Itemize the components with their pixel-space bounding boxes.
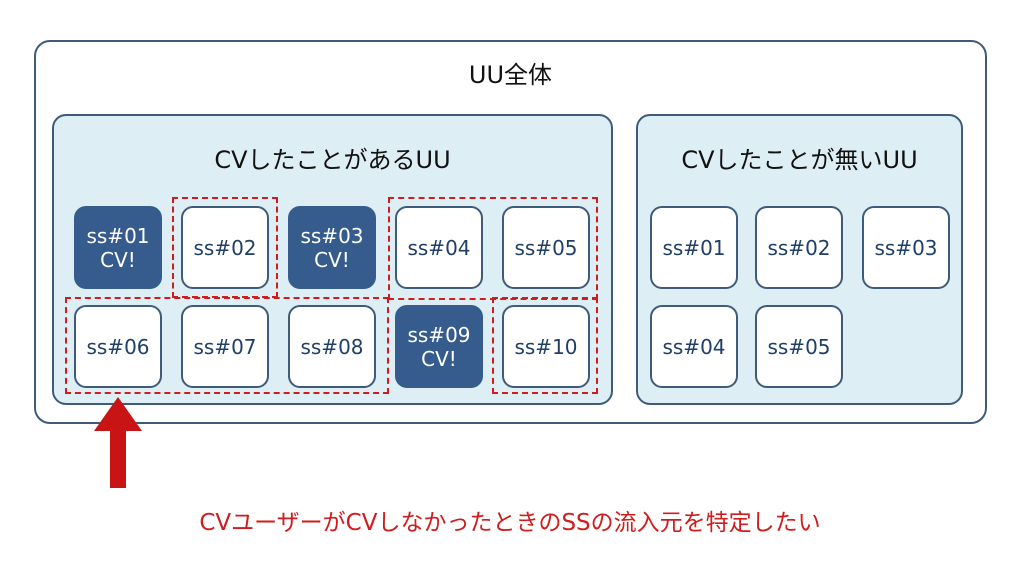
cv-session-09: ss#09 CV! [395, 305, 483, 388]
cv-mark: CV! [100, 247, 136, 272]
session-id: ss#03 [874, 235, 938, 260]
non-cv-session-05: ss#05 [755, 305, 843, 388]
session-id: ss#10 [514, 334, 578, 359]
cv-mark: CV! [421, 346, 457, 371]
session-id: ss#03 [300, 223, 364, 248]
cv-session-07: ss#07 [181, 305, 269, 388]
non-cv-uu-group-title: CVしたことが無いUU [681, 146, 918, 174]
non-cv-session-02: ss#02 [755, 206, 843, 289]
session-id: ss#07 [193, 334, 257, 359]
session-id: ss#02 [767, 235, 831, 260]
cv-mark: CV! [314, 247, 350, 272]
highlight-box-ss04-ss05 [388, 197, 598, 300]
cv-session-08: ss#08 [288, 305, 376, 388]
cv-session-10: ss#10 [502, 305, 590, 388]
cv-session-05: ss#05 [502, 206, 590, 289]
session-id: ss#01 [662, 235, 726, 260]
caption-text: CVユーザーがCVしなかったときのSSの流入元を特定したい [199, 510, 821, 536]
session-id: ss#01 [86, 223, 150, 248]
session-id: ss#04 [407, 235, 471, 260]
session-id: ss#04 [662, 334, 726, 359]
non-cv-session-04: ss#04 [650, 305, 738, 388]
session-id: ss#08 [300, 334, 364, 359]
session-id: ss#02 [193, 235, 257, 260]
non-cv-session-01: ss#01 [650, 206, 738, 289]
highlight-box-ss06-ss08 [65, 297, 389, 394]
session-id: ss#05 [514, 235, 578, 260]
session-id: ss#05 [767, 334, 831, 359]
cv-session-06: ss#06 [74, 305, 162, 388]
highlight-box-ss02 [172, 197, 278, 298]
cv-session-01: ss#01 CV! [74, 206, 162, 289]
arrow-up-icon [94, 397, 142, 488]
cv-uu-group-title: CVしたことがあるUU [214, 146, 451, 174]
all-uu-title: UU全体 [468, 61, 553, 89]
highlight-box-ss10 [492, 297, 598, 394]
session-id: ss#06 [86, 334, 150, 359]
cv-session-04: ss#04 [395, 206, 483, 289]
non-cv-session-03: ss#03 [862, 206, 950, 289]
cv-session-03: ss#03 CV! [288, 206, 376, 289]
cv-session-02: ss#02 [181, 206, 269, 289]
session-id: ss#09 [407, 322, 471, 347]
